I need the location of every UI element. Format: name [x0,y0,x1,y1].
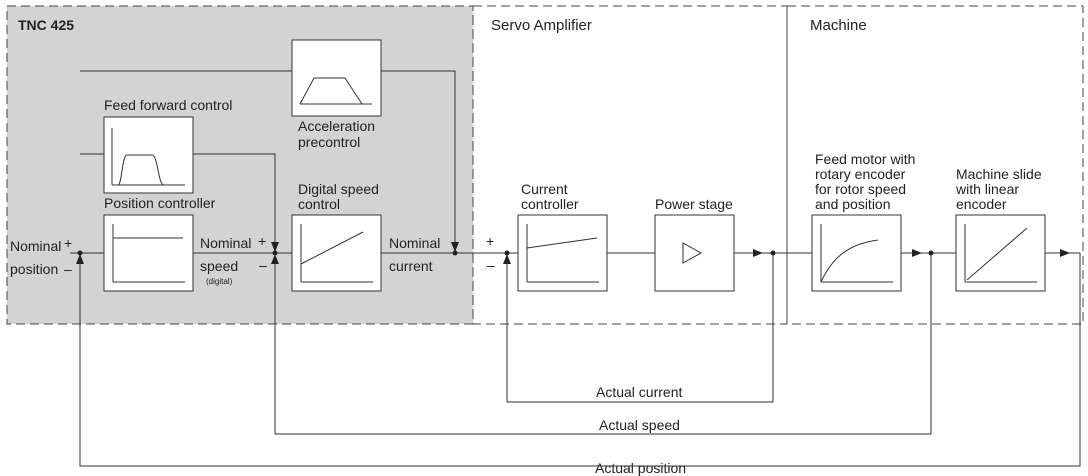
machine-title: Machine [810,17,867,34]
junction-dots [77,250,934,256]
nominal-position-label-1: Nominal [10,238,61,254]
feed-motor-label-2: rotary encoder [815,166,906,182]
nominal-current-label-1: Nominal [389,235,440,251]
servo-title: Servo Amplifier [491,17,592,34]
feed-motor-label-4: and position [815,196,891,212]
servo-section [472,5,788,325]
nominal-position-label-2: position [10,261,58,277]
actual-position-label: Actual position [595,460,686,476]
acceleration-label-1: Acceleration [298,118,375,134]
machine-slide-label-3: encoder [956,196,1007,212]
acceleration-label-2: precontrol [298,134,360,150]
digital-note-label: (digital) [206,277,233,286]
signal-wiring [8,70,1081,467]
nominal-position-label-bg [8,238,70,254]
current-controller-label-1: Current [521,181,568,197]
current-plus-sign: + [486,233,494,249]
feed-motor-label-3: for rotor speed [815,181,906,197]
machine-slide-label-1: Machine slide [956,166,1042,182]
current-minus-sign: – [487,257,495,273]
arrowheads [76,242,1070,264]
digital-speed-block [291,214,382,292]
actual-speed-label: Actual speed [599,417,680,433]
position-controller-label: Position controller [104,195,216,211]
feed-forward-block [103,116,194,194]
tnc-title: TNC 425 [18,17,74,33]
speed-plus-sign: + [258,233,266,249]
current-controller-block [517,214,608,292]
digital-speed-label-2: control [298,196,340,212]
position-plus-sign: + [64,235,72,251]
actual-current-label: Actual current [596,384,682,400]
nominal-current-label-2: current [389,258,433,274]
tnc-section [6,5,474,325]
digital-speed-label-1: Digital speed [298,181,379,197]
feed-forward-label: Feed forward control [104,97,232,113]
feed-motor-block [811,214,902,292]
nominal-speed-label-1: Nominal [200,235,251,251]
machine-slide-block [955,214,1046,292]
speed-minus-sign: – [259,257,267,273]
position-controller-block [103,214,194,292]
power-stage-block [654,214,735,292]
position-minus-sign: – [64,261,72,277]
machine-slide-label-2: with linear [955,181,1019,197]
acceleration-block [291,39,382,117]
power-stage-label: Power stage [655,196,733,212]
feed-motor-label-1: Feed motor with [815,151,915,167]
machine-section [786,5,1084,325]
nominal-speed-label-2: speed [200,258,238,274]
current-controller-label-2: controller [521,196,579,212]
